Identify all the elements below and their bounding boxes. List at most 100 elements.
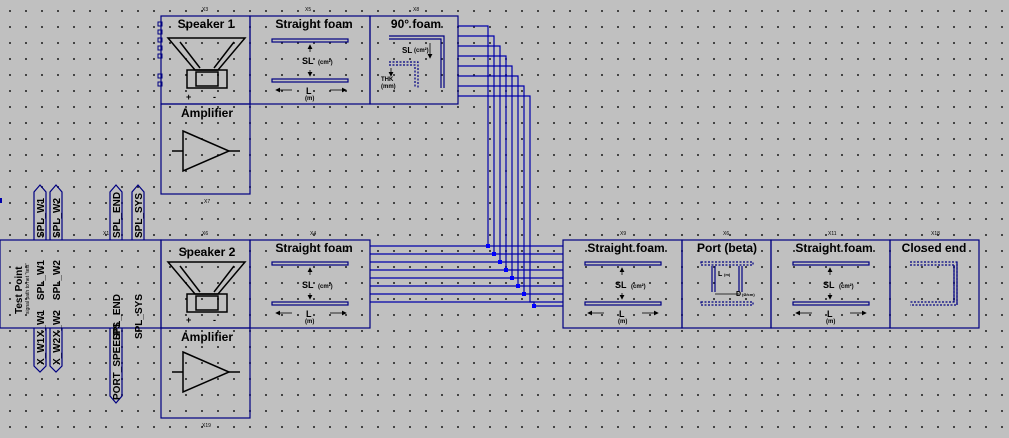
pin-ps: PS xyxy=(112,322,123,336)
speaker-1-ref: X3 xyxy=(202,7,208,13)
net-label-x-w2[interactable]: X_W2 xyxy=(49,328,63,373)
edge-marker xyxy=(0,198,2,203)
amplifier-1-ref: X7 xyxy=(204,199,210,205)
foam-right-1-sl-unit: (cm²) xyxy=(631,283,646,290)
foam-right-1-l-unit: (m) xyxy=(618,319,627,325)
port-l: L xyxy=(718,271,723,278)
svg-text:X_W2: X_W2 xyxy=(52,337,63,365)
foam-right-1-ref: X9 xyxy=(620,231,626,237)
foam-bottom-ref: X4 xyxy=(310,231,316,237)
speaker-2-block[interactable]: X6 Speaker 2 + - xyxy=(160,231,251,329)
net-label-spl-sys[interactable]: SPL_SYS xyxy=(131,184,145,240)
amplifier-1-title: Amplifier xyxy=(181,106,233,120)
speaker-1-plus: + xyxy=(186,92,191,102)
foam-right-1-title: Straight foam xyxy=(587,241,664,255)
foam-right-2-pipe-icon xyxy=(792,261,870,316)
amplifier-2-block[interactable]: Amplifier X19 xyxy=(160,327,251,429)
port-ref: X6 xyxy=(723,231,729,237)
closed-end-icon xyxy=(910,261,958,306)
speaker-1-block[interactable]: X3 Speaker 1 + - xyxy=(157,7,251,105)
pin-x-w2: X_W2 xyxy=(52,310,63,338)
wire-bus xyxy=(370,25,563,307)
test-point-subtitle: signal path to net "test" xyxy=(25,263,31,314)
foam-right-2-title: Straight foam xyxy=(795,241,872,255)
foam-right-2-l-unit: (m) xyxy=(826,319,835,325)
amplifier-2-title: Amplifier xyxy=(181,330,233,344)
closed-end-block[interactable]: X18 Closed end xyxy=(889,231,980,329)
speaker-1-icon xyxy=(166,37,247,89)
svg-text:PORT_SPEED: PORT_SPEED xyxy=(112,333,123,400)
foam-right-1-l: L xyxy=(619,309,625,319)
pin-spl-w1: SPL_W1 xyxy=(36,260,47,300)
foam-right-2-sl-unit: (cm²) xyxy=(839,283,854,290)
foam-90-thk-unit: (mm) xyxy=(381,84,396,90)
amplifier-2-ref: X19 xyxy=(202,423,211,429)
pin-spl-sys: SPL_SYS xyxy=(134,294,145,339)
svg-text:SPL_END: SPL_END xyxy=(112,192,123,238)
svg-text:X_W1: X_W1 xyxy=(36,337,47,365)
port-title: Port (beta) xyxy=(697,241,757,255)
test-point-block[interactable]: X1 Test Point signal path to net "test" … xyxy=(0,231,162,340)
straight-foam-right-2-block[interactable]: X11 Straight foam SL (cm²) L (m) xyxy=(770,231,891,329)
port-l-unit: (m) xyxy=(724,272,731,277)
net-label-port-speed[interactable]: PORT_SPEED xyxy=(109,328,123,404)
pin-x-w1: X_W1 xyxy=(36,310,47,338)
speaker-1-pins xyxy=(157,21,163,87)
amplifier-1-icon xyxy=(172,129,240,173)
closed-end-title: Closed end xyxy=(902,241,967,255)
foam-top-sl: SL xyxy=(302,56,314,66)
foam-top-l: L xyxy=(306,86,312,96)
foam-90-sl: SL xyxy=(402,46,412,55)
port-beta-block[interactable]: X6 Port (beta) L (m) D (Ø/cm) xyxy=(681,231,772,329)
foam-bottom-l: L xyxy=(306,309,312,319)
foam-90-ref: X8 xyxy=(413,7,419,13)
net-label-spl-w2[interactable]: SPL_W2 xyxy=(49,184,63,240)
foam-bottom-sl-unit: (cm²) xyxy=(318,283,333,290)
amplifier-1-block[interactable]: Amplifier X7 xyxy=(160,103,251,205)
foam-top-l-unit: (m) xyxy=(305,96,314,102)
foam-right-1-sl: SL xyxy=(615,280,627,290)
foam-top-sl-unit: (cm²) xyxy=(318,59,333,66)
foam-90-block[interactable]: X8 90° foam SL (cm²) THK (mm) xyxy=(369,7,459,105)
port-d: D xyxy=(736,291,741,298)
speaker-2-icon xyxy=(166,261,247,313)
foam-right-2-ref: X11 xyxy=(828,231,837,237)
foam-top-pipe-icon xyxy=(271,38,349,93)
foam-90-sl-unit: (cm²) xyxy=(414,47,429,54)
straight-foam-bottom-block[interactable]: X4 Straight foam SL (cm²) L (m) xyxy=(249,231,371,329)
port-icon xyxy=(700,261,754,306)
foam-bottom-pipe-icon xyxy=(271,261,349,316)
foam-top-ref: X5 xyxy=(305,7,311,13)
pin-spl-w2: SPL_W2 xyxy=(52,260,63,300)
foam-right-2-sl: SL xyxy=(823,280,835,290)
net-label-x-w1[interactable]: X_W1 xyxy=(33,328,47,373)
net-label-spl-end[interactable]: SPL_END xyxy=(109,184,123,240)
foam-bottom-l-unit: (m) xyxy=(305,319,314,325)
speaker-1-title: Speaker 1 xyxy=(178,17,235,31)
test-point-ref: X1 xyxy=(103,231,109,237)
foam-bottom-sl: SL xyxy=(302,280,314,290)
straight-foam-top-block[interactable]: X5 Straight foam SL (cm²) L (m) xyxy=(249,7,371,105)
foam-top-title: Straight foam xyxy=(275,17,352,31)
wire-junctions xyxy=(486,244,536,308)
foam-90-thk: THK xyxy=(381,77,394,83)
test-point-title: Test Point xyxy=(14,266,25,314)
svg-text:SPL_W2: SPL_W2 xyxy=(52,198,63,238)
foam-right-1-pipe-icon xyxy=(584,261,662,316)
net-label-spl-w1[interactable]: SPL_W1 xyxy=(33,184,47,240)
speaker-2-minus: - xyxy=(213,315,216,325)
foam-bottom-title: Straight foam xyxy=(275,241,352,255)
svg-text:SPL_SYS: SPL_SYS xyxy=(134,193,145,238)
port-d-unit: (Ø/cm) xyxy=(742,292,755,297)
pin-spl-end: SPL_END xyxy=(112,294,123,340)
foam-90-elbow-icon xyxy=(388,35,445,88)
foam-right-2-l: L xyxy=(827,309,833,319)
amplifier-2-icon xyxy=(172,350,240,394)
straight-foam-right-1-block[interactable]: X9 Straight foam SL (cm²) L (m) xyxy=(562,231,683,329)
speaker-2-title: Speaker 2 xyxy=(179,245,236,259)
speaker-2-plus: + xyxy=(186,315,191,325)
speaker-1-minus: - xyxy=(213,92,216,102)
closed-end-ref: X18 xyxy=(931,231,940,237)
svg-text:SPL_W1: SPL_W1 xyxy=(36,198,47,238)
